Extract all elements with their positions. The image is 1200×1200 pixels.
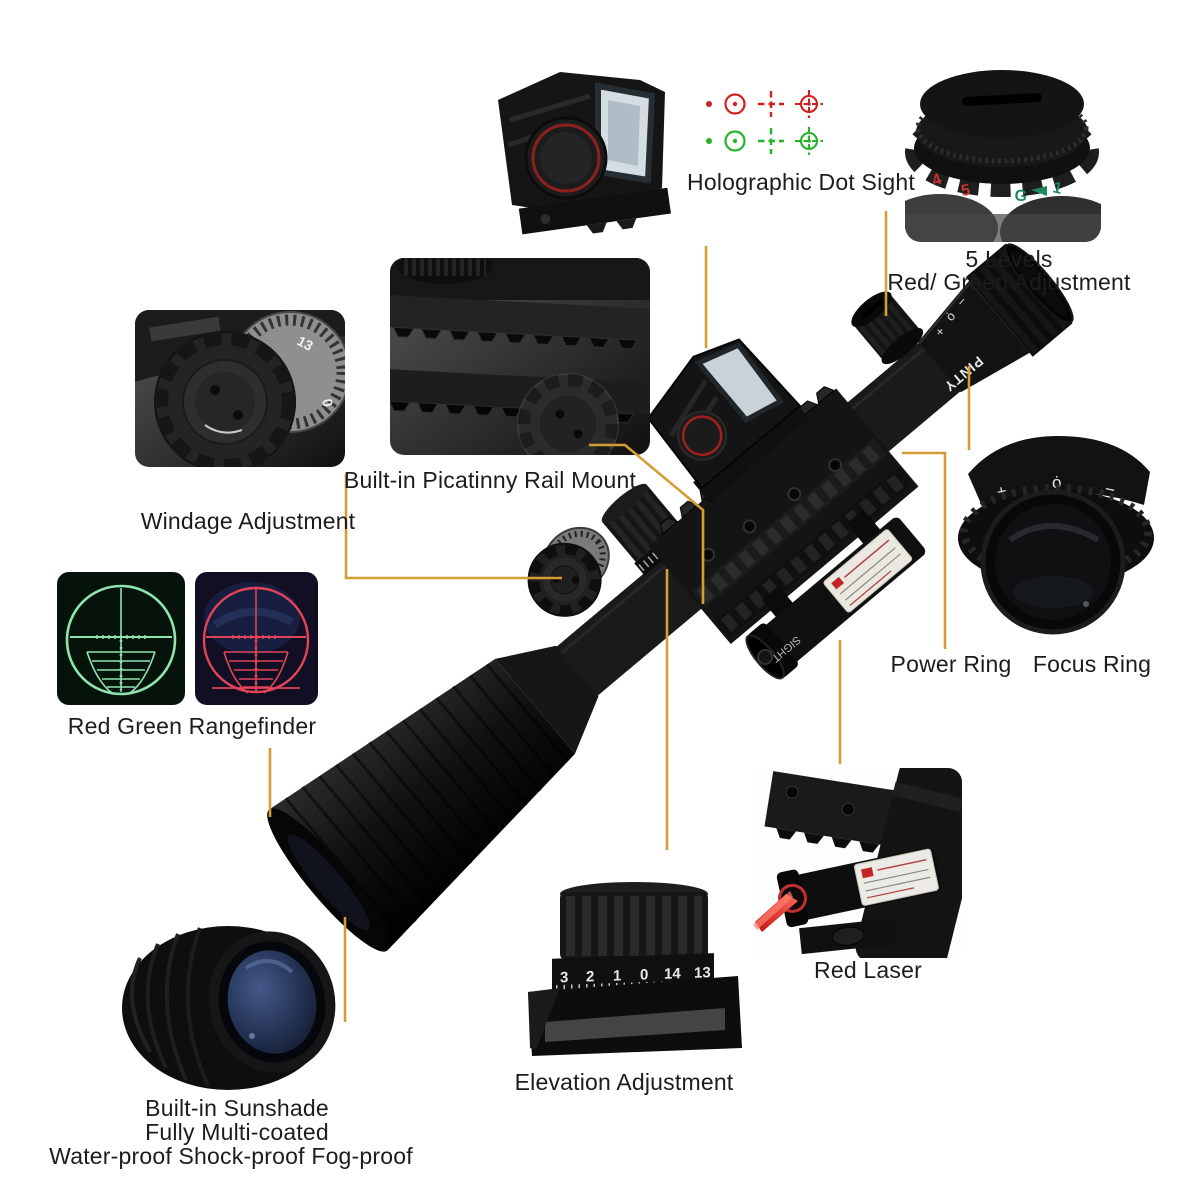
- windage-dial-number-0: 0: [319, 397, 336, 408]
- label-sunshade-line3: Water-proof Shock-proof Fog-proof: [49, 1143, 413, 1169]
- laser-beam: [755, 894, 798, 932]
- elev-num-0: 0: [640, 966, 648, 983]
- holographic-sight: [647, 338, 810, 503]
- inset-rangefinder-red: [195, 572, 318, 705]
- scope-sunshade: [267, 645, 599, 952]
- label-red-green-rangefinder: Red Green Rangefinder: [67, 713, 317, 739]
- holo-lens: [694, 342, 785, 423]
- red-dot-reticle-icon: [706, 101, 712, 107]
- label-holographic-dot-sight: Holographic Dot Sight: [687, 169, 915, 195]
- line-windage: [344, 474, 562, 580]
- knob-slot: [861, 299, 884, 319]
- elev-num-3: 3: [560, 969, 568, 986]
- label-sunshade-line2: Fully Multi-coated: [145, 1119, 329, 1145]
- inset-red-laser-photo: [753, 768, 962, 958]
- sunshade-ribs: [284, 663, 570, 938]
- label-windage-adjustment: Windage Adjustment: [140, 508, 356, 534]
- green-circle-dot-reticle-icon: [724, 130, 746, 152]
- inset-windage-photo: 13 0: [135, 310, 345, 467]
- line-picatinny: [589, 443, 705, 604]
- green-dot-reticle-icon: [706, 138, 712, 144]
- laser-module: SIGHT: [745, 509, 926, 680]
- green-cross-reticle-icon: [758, 128, 784, 154]
- reticle-patterns-green: [706, 127, 823, 155]
- label-red-laser: Red Laser: [814, 957, 922, 983]
- windage-dial-number-13: 13: [295, 333, 316, 355]
- holo-red-dial-ring: [681, 415, 723, 456]
- elev-num-1: 1: [613, 967, 621, 984]
- inset-elevation-photo: 3 2 1 0 14 13: [528, 882, 742, 1056]
- red-circle-dot-reticle-icon: [724, 93, 746, 115]
- label-five-levels-line1: 5 Levels: [965, 246, 1053, 272]
- holo-inset-red-ring: [531, 123, 601, 193]
- green-circle-cross-reticle-icon: [795, 127, 823, 155]
- line-power-ring: [902, 451, 947, 649]
- illumination-knob: [851, 291, 924, 365]
- label-sunshade-line1: Built-in Sunshade: [145, 1095, 329, 1121]
- reticle-patterns-red: [706, 90, 823, 118]
- elev-num-13: 13: [694, 964, 711, 982]
- objective-lens-glass: [227, 950, 317, 1054]
- callout-lines: [268, 211, 971, 1022]
- label-five-levels-line2: Red/ Green Adjustment: [887, 269, 1131, 295]
- elev-num-2: 2: [586, 968, 594, 985]
- red-cross-reticle-icon: [758, 91, 784, 117]
- windage-turret: [527, 526, 610, 617]
- inset-illumination-knob-photo: 4 5 G 1: [905, 50, 1101, 242]
- eyepiece: + ȯ − PINTY: [918, 243, 1074, 395]
- label-picatinny-rail-mount: Built-in Picatinny Rail Mount: [343, 467, 637, 493]
- main-scope-assembly: + ȯ − PINTY SIGHT: [267, 243, 1074, 952]
- inset-focus-ring-photo: + ȯ −: [958, 436, 1154, 635]
- focus-zero-mark: ȯ: [1052, 473, 1061, 492]
- red-circle-cross-reticle-icon: [795, 90, 823, 118]
- inset-holo-sight-photo: [498, 72, 671, 235]
- inset-rangefinder-green: [57, 572, 185, 705]
- inset-picatinny-photo: [390, 258, 650, 455]
- inset-sunshade-photo: [122, 926, 336, 1090]
- knob-inset-slot: [962, 93, 1042, 106]
- knob-mark-green-1: 1: [1051, 179, 1064, 198]
- label-elevation-adjustment: Elevation Adjustment: [514, 1069, 734, 1095]
- elev-num-14: 14: [664, 965, 681, 983]
- label-power-ring: Power Ring: [890, 651, 1012, 677]
- label-focus-ring: Focus Ring: [1032, 651, 1152, 677]
- green-arrow-icon: [1031, 186, 1047, 196]
- laser-aperture: [757, 648, 774, 665]
- knob-mark-red-5: 5: [960, 182, 972, 200]
- knob-mark-green-g: G: [1014, 187, 1028, 205]
